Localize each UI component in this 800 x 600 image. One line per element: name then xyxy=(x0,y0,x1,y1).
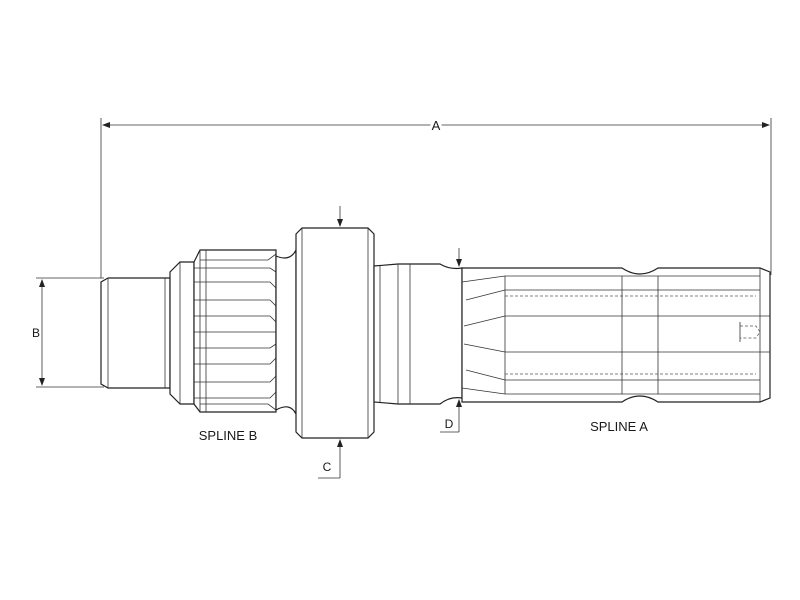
dim-c-label: C xyxy=(323,460,332,474)
dim-b-label: B xyxy=(32,326,40,340)
neck-left xyxy=(275,249,297,415)
spline-b-teeth xyxy=(194,250,277,412)
dim-a-label: A xyxy=(432,118,441,133)
dimension-a: A xyxy=(100,115,772,278)
pilot-stub xyxy=(100,277,171,389)
shaft-body xyxy=(373,263,463,405)
collar xyxy=(295,227,375,439)
spline-b xyxy=(169,249,277,413)
spline-b-label: SPLINE B xyxy=(199,428,258,443)
spline-a-grooves xyxy=(461,268,770,402)
spline-a xyxy=(461,267,771,403)
dimension-b: B xyxy=(32,277,104,388)
dimension-c: C xyxy=(318,206,343,479)
dim-d-label: D xyxy=(445,417,454,431)
dimension-d: D xyxy=(440,248,462,433)
spline-a-label: SPLINE A xyxy=(590,419,648,434)
